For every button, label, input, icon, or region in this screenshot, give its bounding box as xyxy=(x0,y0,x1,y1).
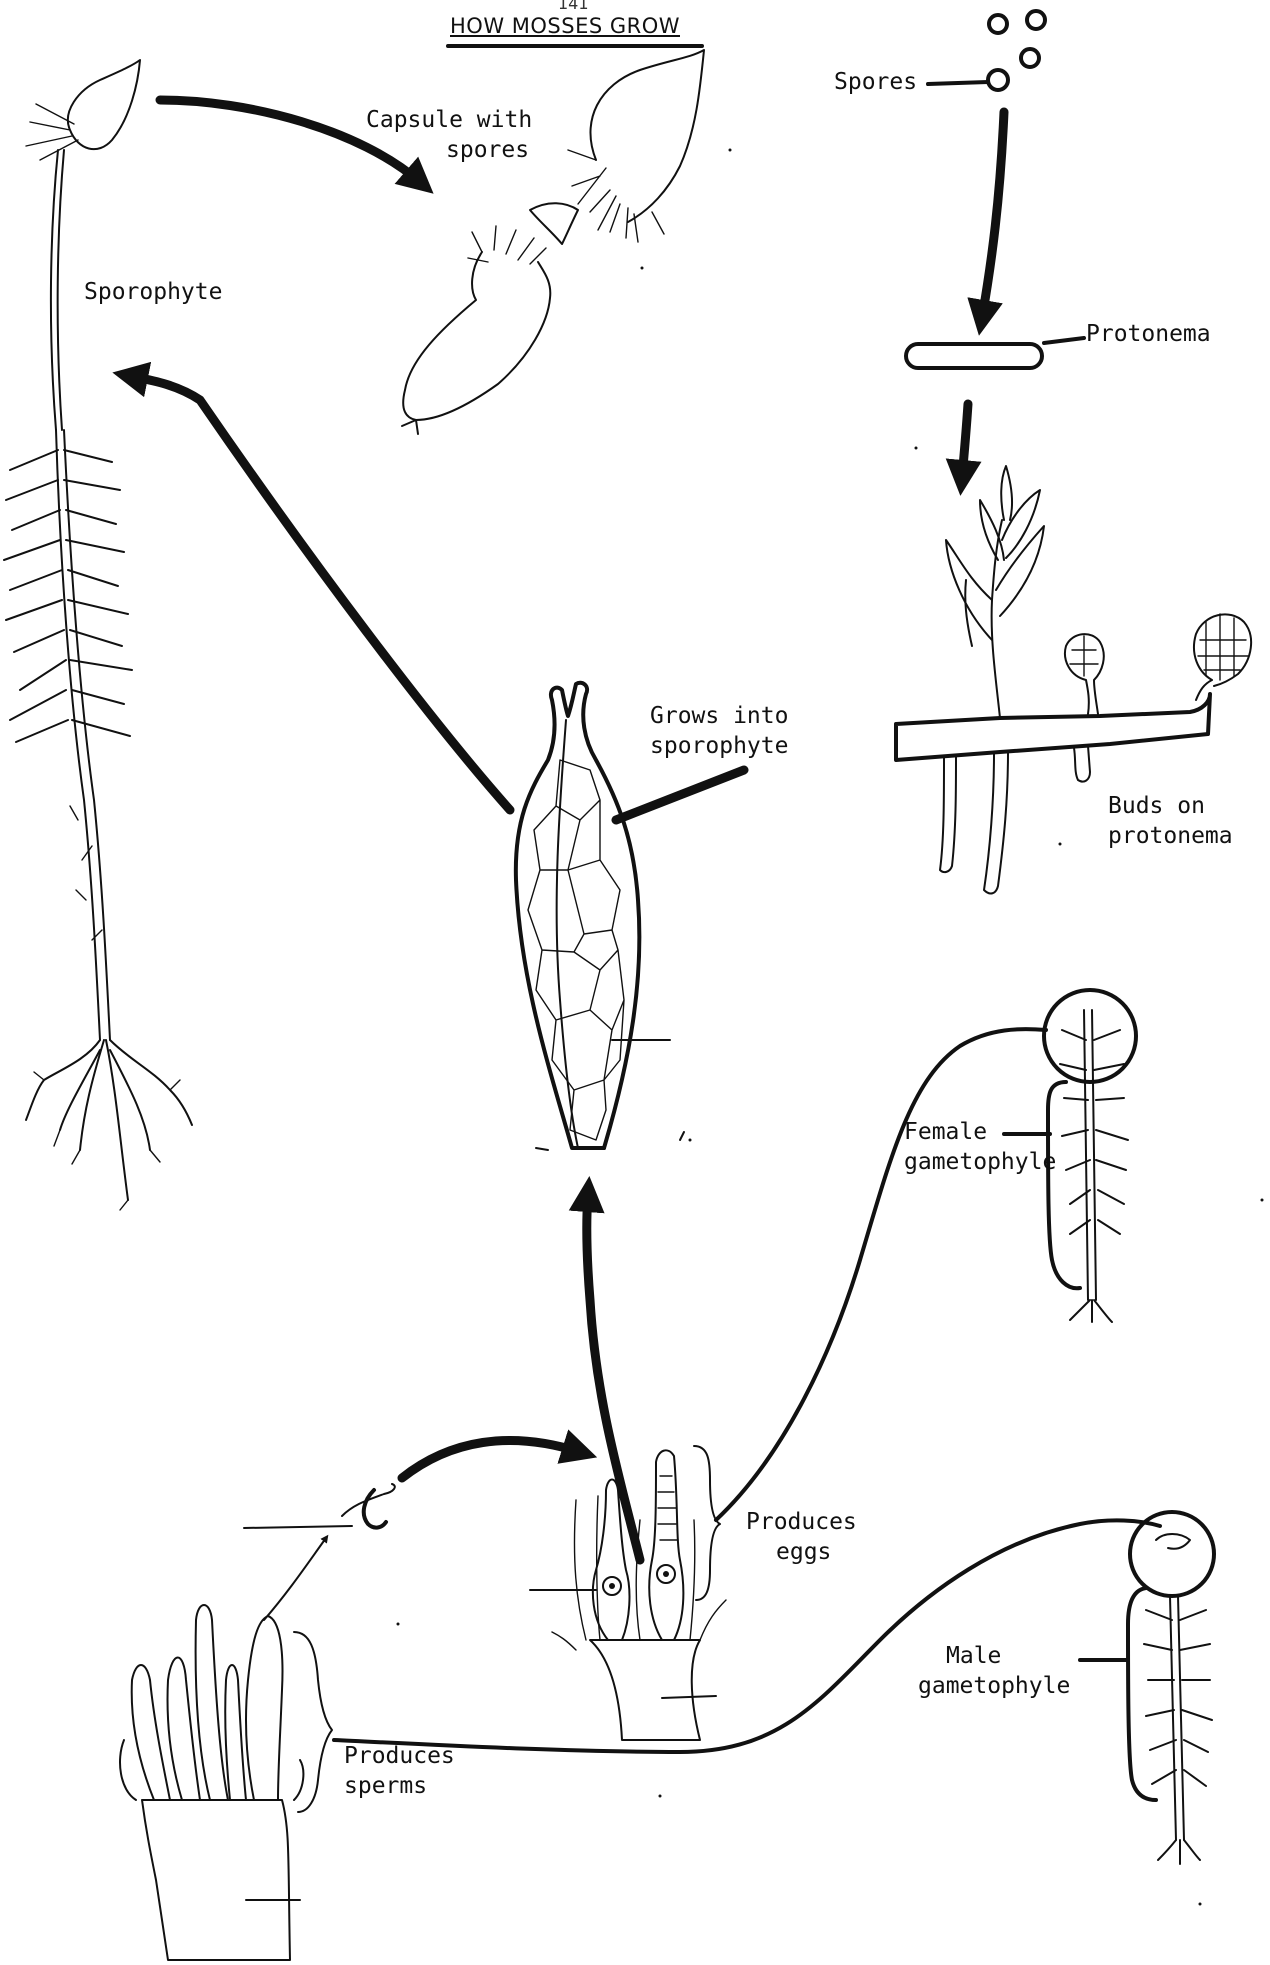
capsule-with-spores-label-line1: Capsule with xyxy=(366,106,532,135)
sperm-drawing xyxy=(244,1484,395,1528)
male-gametophyle-label-line1: Male xyxy=(946,1642,1001,1671)
arrow-to-buds xyxy=(962,404,968,478)
link-eggs-to-female xyxy=(716,1029,1046,1520)
spores-drawing xyxy=(928,11,1045,90)
page-number: 141 xyxy=(558,0,589,13)
sporophyte-plant xyxy=(4,60,192,1210)
produces-eggs-label-line1: Produces xyxy=(746,1508,857,1537)
arrow-to-sporophyte xyxy=(130,376,510,810)
male-gametophyle-label-line2: gametophyle xyxy=(918,1672,1070,1701)
grows-into-pointer xyxy=(616,770,744,820)
archegonium-drawing xyxy=(516,683,670,1148)
arrow-to-protonema xyxy=(982,112,1004,318)
buds-on-protonema-label-line1: Buds on xyxy=(1108,792,1205,821)
arrow-antheridia-to-sperm xyxy=(264,1538,326,1620)
produces-sperms-label-line2: sperms xyxy=(344,1772,427,1801)
produces-sperms-label-line1: Produces xyxy=(344,1742,455,1771)
protonema-drawing xyxy=(906,338,1084,368)
spores-label: Spores xyxy=(834,68,917,97)
grows-into-sporophyte-label-line2: sporophyte xyxy=(650,732,788,761)
arrow-sperm-to-eggs xyxy=(402,1440,580,1478)
produces-eggs-label-line2: eggs xyxy=(776,1538,831,1567)
protonema-label: Protonema xyxy=(1086,320,1211,349)
grows-into-sporophyte-label-line1: Grows into xyxy=(650,702,788,731)
page-title: HOW MOSSES GROW xyxy=(450,14,680,38)
antheridia-cluster-drawing xyxy=(120,1605,332,1960)
male-gametophyle-drawing xyxy=(1080,1512,1214,1864)
sporophyte-label: Sporophyte xyxy=(84,278,222,307)
capsule-with-spores-label-line2: spores xyxy=(446,136,529,165)
buds-on-protonema-label-line2: protonema xyxy=(1108,822,1233,851)
arrow-eggs-to-archegonium xyxy=(587,1194,640,1560)
female-gametophyle-label-line2: gametophyle xyxy=(904,1148,1056,1177)
female-gametophyle-label-line1: Female xyxy=(904,1118,987,1147)
archegonia-cluster-drawing xyxy=(552,1446,726,1740)
link-sperms-to-male xyxy=(334,1520,1160,1752)
